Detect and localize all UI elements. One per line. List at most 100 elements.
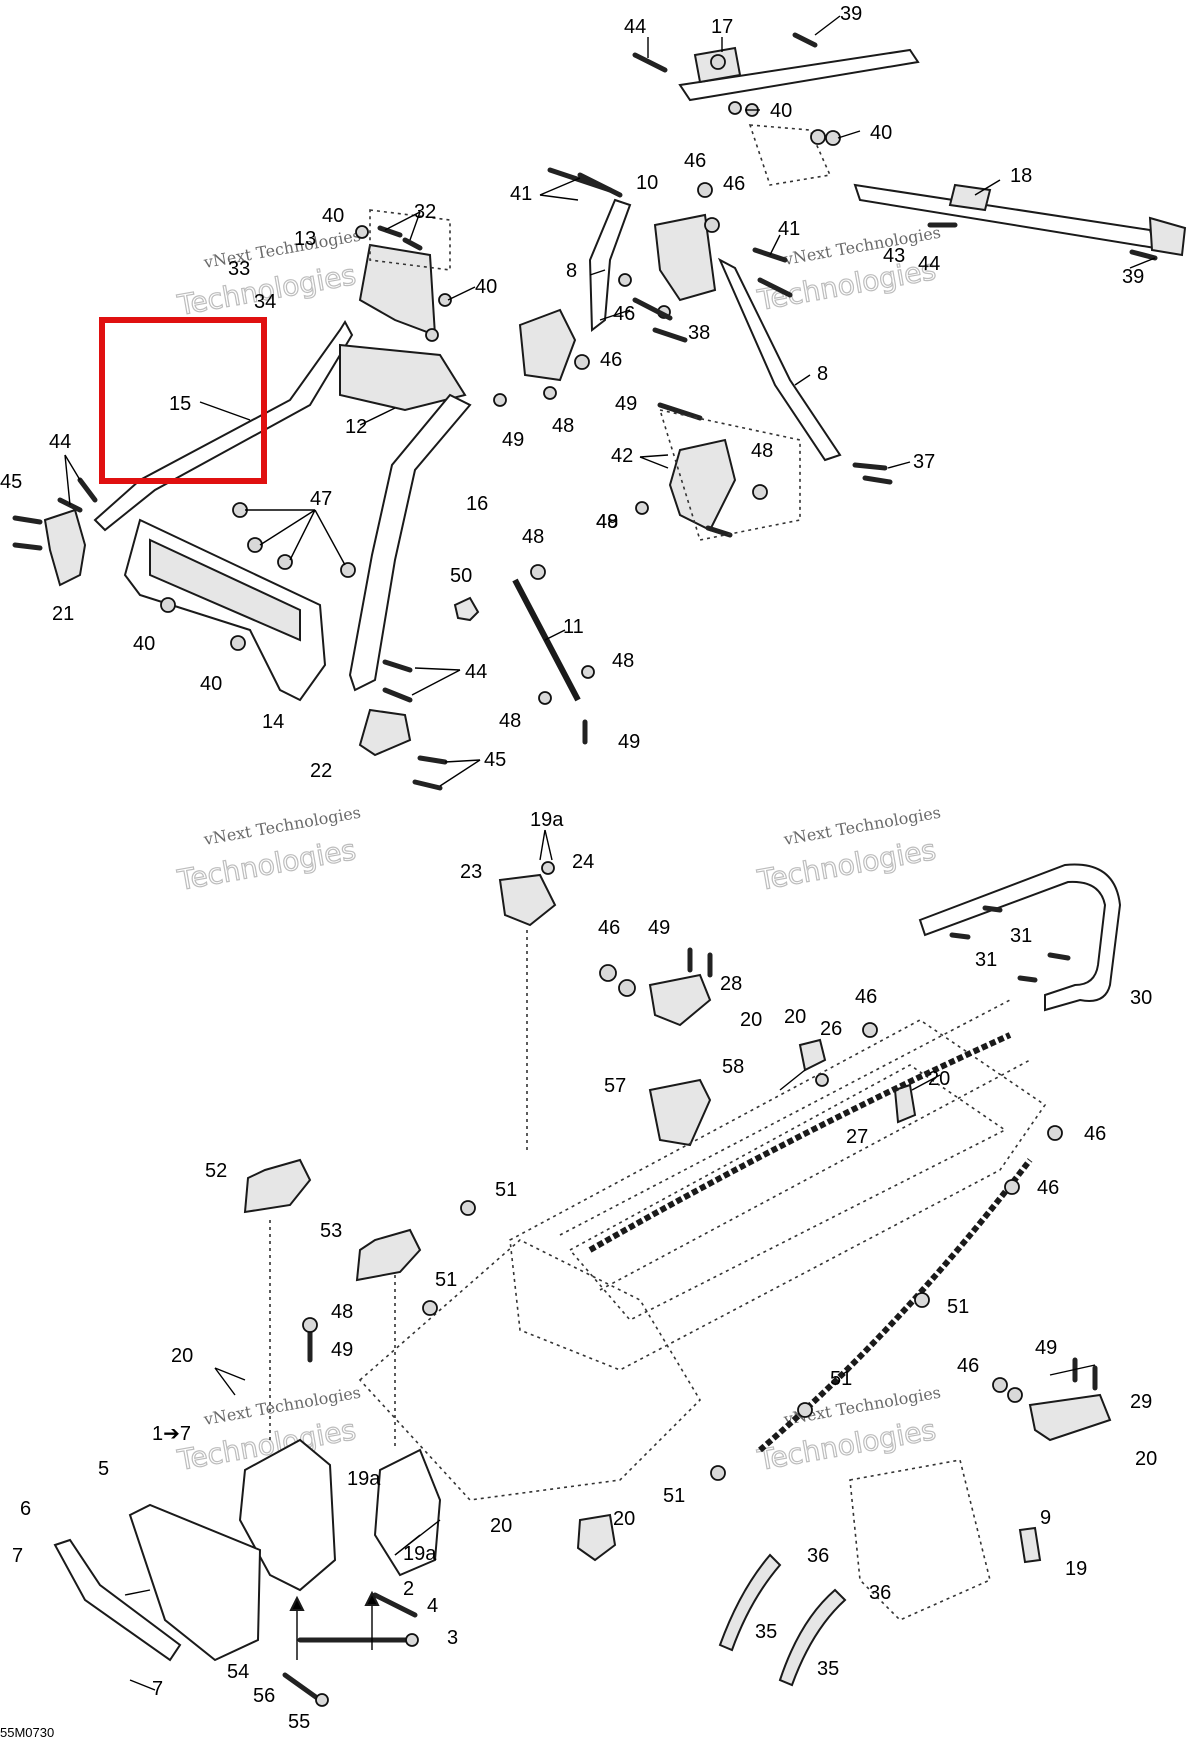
nut-icon <box>1007 1387 1023 1403</box>
callout-label: 49 <box>331 1339 353 1361</box>
callout-label: 44 <box>918 253 940 275</box>
callout-label: 26 <box>820 1018 842 1040</box>
leader-line <box>214 1367 246 1381</box>
callout-label: 6 <box>20 1498 31 1520</box>
nut-icon <box>493 393 507 407</box>
leader-line <box>974 179 1001 196</box>
leader-line <box>887 461 911 469</box>
callout-label: 5 <box>98 1458 109 1480</box>
callout-label: 51 <box>663 1485 685 1507</box>
nut-icon <box>710 1465 726 1481</box>
bolt-icon <box>632 52 668 73</box>
bolt-icon <box>372 1592 418 1618</box>
part-42-housing <box>668 438 737 532</box>
bolt-icon <box>1047 952 1071 961</box>
callout-label: 34 <box>254 291 276 313</box>
callout-label: 44 <box>49 431 71 453</box>
callout-label: 13 <box>294 228 316 250</box>
callout-label: 10 <box>636 172 658 194</box>
callout-label: 15 <box>169 393 191 415</box>
callout-label: 30 <box>1130 987 1152 1009</box>
leader-line <box>769 234 781 256</box>
callout-label: 38 <box>688 322 710 344</box>
nut-icon <box>599 964 617 982</box>
callout-label: 57 <box>604 1075 626 1097</box>
callout-label: 20 <box>171 1345 193 1367</box>
part-18-dotted-plate <box>748 124 832 186</box>
callout-label: 24 <box>572 851 594 873</box>
leader-line <box>544 629 566 641</box>
bolt-icon <box>852 462 888 471</box>
callout-label: 41 <box>510 183 532 205</box>
leader-line <box>539 177 581 196</box>
leader-line <box>64 454 71 506</box>
bolt-icon <box>657 402 703 421</box>
part-17-bar <box>678 48 920 102</box>
nut-icon <box>230 635 246 651</box>
callout-label: 36 <box>869 1582 891 1604</box>
callout-label: 49 <box>615 393 637 415</box>
nut-icon <box>247 537 263 553</box>
callout-label: 3 <box>447 1627 458 1649</box>
part-32-plate <box>358 243 437 337</box>
nut-icon <box>315 1693 329 1707</box>
nut-icon <box>635 501 649 515</box>
leader-line <box>384 211 421 231</box>
track-edge <box>559 999 1031 1291</box>
callout-label: 20 <box>490 1515 512 1537</box>
bolt-icon <box>12 542 43 551</box>
nut-icon <box>810 129 826 145</box>
nut-icon <box>460 1200 476 1216</box>
part-28-plate <box>648 973 712 1027</box>
leader-line <box>544 829 553 861</box>
nut-icon <box>728 101 742 115</box>
callout-label: 41 <box>778 218 800 240</box>
part-12-plate <box>339 343 467 412</box>
bolt-icon <box>282 1672 323 1703</box>
part-8-arm-right <box>717 257 842 462</box>
callout-label: 27 <box>846 1126 868 1148</box>
leader-line <box>1129 257 1156 269</box>
leader-line <box>911 1074 941 1091</box>
callout-label: 45 <box>484 749 506 771</box>
nut-icon <box>541 861 555 875</box>
nut-icon <box>1004 1179 1020 1195</box>
leader-line <box>639 456 669 469</box>
nut-icon <box>160 597 176 613</box>
callout-label: 46 <box>1084 1123 1106 1145</box>
callout-label: 20 <box>928 1068 950 1090</box>
callout-label: 16 <box>466 493 488 515</box>
highlight-box <box>99 317 267 484</box>
nut-icon <box>340 562 356 578</box>
callout-label: 12 <box>345 416 367 438</box>
leader-line <box>289 509 316 561</box>
bolt-icon <box>652 327 688 343</box>
callout-label: 42 <box>611 445 633 467</box>
leader-line <box>409 211 421 241</box>
part-21-bracket <box>43 508 87 587</box>
bolt-icon <box>982 905 1003 913</box>
callout-label: 49 <box>1035 1337 1057 1359</box>
nut-icon <box>425 328 439 342</box>
bolt-icon <box>547 167 613 193</box>
callout-label: 45 <box>0 471 22 493</box>
part-29-bracket <box>1028 1393 1112 1442</box>
nut-icon <box>992 1377 1008 1393</box>
callout-label: 8 <box>817 363 828 385</box>
bolt-icon <box>377 225 403 238</box>
front-frame <box>358 1239 702 1501</box>
callout-label: 23 <box>460 861 482 883</box>
callout-label: 39 <box>1122 266 1144 288</box>
nut-icon <box>697 182 713 198</box>
lower-assembly <box>53 861 1122 1707</box>
callout-label: 49 <box>596 511 618 533</box>
part-57-bracket <box>648 1078 712 1147</box>
leader-line <box>447 286 476 301</box>
callout-label: 40 <box>200 673 222 695</box>
part-9-block <box>1018 1526 1042 1564</box>
callout-label: 46 <box>723 173 745 195</box>
track-belt <box>758 1158 1033 1453</box>
nut-icon <box>574 354 590 370</box>
callout-label: 18 <box>1010 165 1032 187</box>
bolt-icon <box>382 687 413 703</box>
